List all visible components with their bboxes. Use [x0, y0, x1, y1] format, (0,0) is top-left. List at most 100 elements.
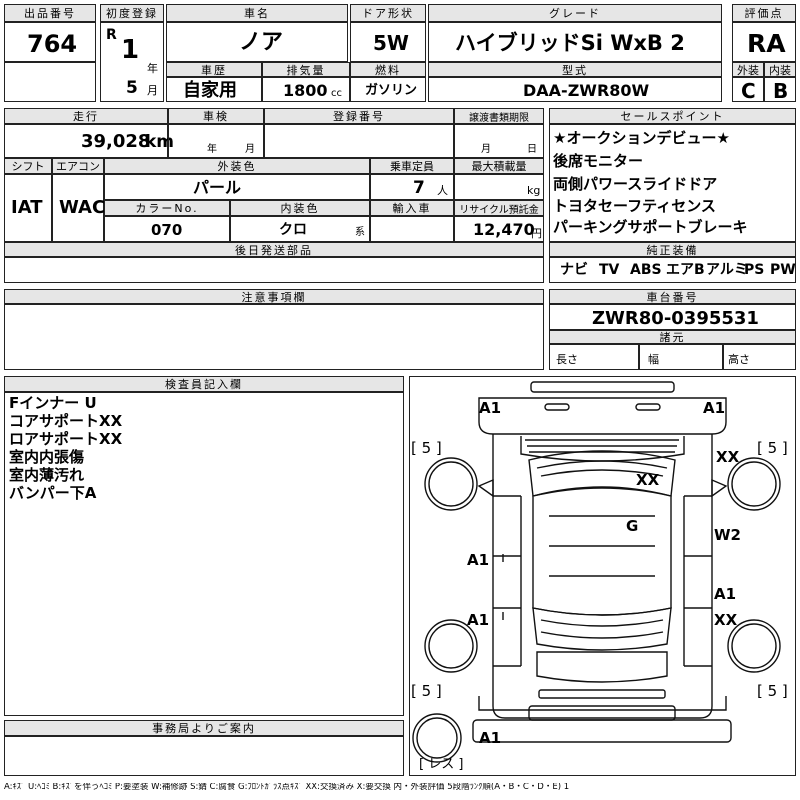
inspector-header: 検査員記入欄: [4, 376, 404, 392]
inspector-note: Fインナー U: [9, 394, 97, 412]
inspector-note: 室内薄汚れ: [9, 466, 85, 484]
model-code-cell: DAA-ZWR80W: [428, 77, 722, 102]
grade-header: グレード: [428, 4, 722, 22]
first-reg-cell: R 1 年 5 月: [100, 22, 164, 102]
shift-cell: IAT: [4, 174, 52, 242]
sales-point-item: 後席モニター: [553, 152, 644, 170]
later-parts-cell: [4, 257, 544, 283]
max-load-cell: kg: [454, 174, 544, 200]
kg-unit: kg: [527, 184, 541, 197]
ext-color-cell: パール: [104, 174, 370, 200]
notes-header: 注意事項欄: [4, 289, 544, 304]
genuine-equip-header: 純正装備: [549, 242, 796, 257]
lot-blank: [4, 62, 96, 102]
lot-header: 出品番号: [4, 4, 96, 22]
fuel-cell: ガソリン: [350, 77, 426, 102]
capacity-header: 乗車定員: [370, 158, 454, 174]
reg-no-header: 登録番号: [264, 108, 454, 124]
damage-mark: A1: [714, 585, 737, 603]
spare-tyre-label: [ レス ]: [419, 757, 464, 772]
tyre-label-rear-left: [ 5 ]: [411, 682, 442, 700]
km-unit: km: [145, 132, 175, 152]
equip-item: ABS: [630, 262, 662, 278]
ac-header: エアコン: [52, 158, 104, 174]
ac-cell: WAC: [52, 174, 106, 242]
displacement-header: 排気量: [262, 62, 350, 77]
history: 自家用: [183, 80, 237, 101]
door-header: ドア形状: [350, 4, 426, 22]
tyre-label-front-right: [ 5 ]: [757, 439, 788, 457]
inspector-note: 室内内張傷: [9, 448, 85, 466]
damage-mark: G: [626, 517, 639, 535]
car-diagram: [412, 381, 781, 763]
int-color-cell: クロ 系: [230, 216, 370, 242]
kei-unit: 系: [355, 227, 365, 238]
shift: IAT: [11, 197, 43, 218]
inspector-note: ロアサポートXX: [9, 430, 123, 448]
exterior-grade: C: [741, 79, 756, 103]
inspection-month-unit: 月: [245, 144, 255, 155]
score-cell: RA: [732, 22, 796, 62]
mileage: 39,028: [81, 131, 151, 152]
inspection-cell: 年 月: [168, 124, 264, 158]
office-header: 事務局よりご案内: [4, 720, 404, 736]
fuel-header: 燃料: [350, 62, 426, 77]
int-color-header: 内装色: [230, 200, 370, 216]
chassis-no-header: 車台番号: [549, 289, 796, 304]
reg-no-cell: [264, 124, 454, 158]
fuel: ガソリン: [365, 83, 418, 98]
transfer-docs-cell: 月 日: [454, 124, 544, 158]
damage-mark: A1: [479, 399, 502, 417]
sales-point-cell: [549, 124, 796, 242]
chassis-no-cell: ZWR80-0395531: [549, 304, 796, 330]
inspection-header: 車検: [168, 108, 264, 124]
displacement-cell: 1800 cc: [262, 77, 350, 102]
damage-mark: A1: [703, 399, 726, 417]
displacement: 1800: [283, 81, 328, 100]
damage-legend: A:ｷｽﾞ U:ﾍｺﾐ B:ｷｽﾞを伴うﾍｺﾐ P:要塗装 W:補修跡 S:錆 …: [4, 783, 570, 792]
damage-mark: A1: [467, 551, 490, 569]
shift-header: シフト: [4, 158, 52, 174]
car-name-cell: ノア: [166, 22, 348, 62]
color-no-header: カラーNo.: [104, 200, 230, 216]
ext-color-header: 外装色: [104, 158, 370, 174]
car-name: ノア: [239, 30, 284, 55]
transfer-docs-header: 譲渡書類期限: [454, 108, 544, 124]
model-code-header: 型式: [428, 62, 722, 77]
max-load-header: 最大積載量: [454, 158, 544, 174]
equip-item: ナビ: [560, 262, 588, 278]
width-label: 幅: [648, 353, 659, 366]
cc-unit: cc: [331, 88, 342, 99]
recycle-header: リサイクル預託金: [454, 200, 544, 216]
history-header: 車歴: [166, 62, 262, 77]
tyre-label-front-left: [ 5 ]: [411, 439, 442, 457]
equip-item: PW: [770, 262, 796, 278]
equip-item: エアB: [666, 262, 705, 278]
equip-item: TV: [599, 262, 620, 278]
recycle-fee: 12,470: [473, 220, 535, 239]
capacity-cell: 7 人: [370, 174, 454, 200]
sales-point-item: 両側パワースライドドア: [553, 175, 718, 193]
exterior-grade-cell: C: [732, 77, 764, 102]
inspection-year-unit: 年: [207, 144, 217, 155]
sales-point-item: トヨタセーフティセンス: [553, 197, 716, 215]
history-cell: 自家用: [166, 77, 262, 102]
car-diagram-panel: [409, 376, 796, 776]
damage-mark: A1: [479, 729, 502, 747]
notes-cell: [4, 304, 544, 370]
width-cell: 幅: [639, 344, 723, 370]
ac: WAC: [59, 197, 106, 218]
door-type: 5W: [373, 31, 409, 55]
grade-cell: ハイブリッドSi WxB 2: [428, 22, 722, 62]
lot-number: 764: [27, 30, 78, 58]
color-no-cell: 070: [104, 216, 230, 242]
year-unit: 年: [147, 62, 158, 75]
tyre-label-rear-right: [ 5 ]: [757, 682, 788, 700]
era-year: 1: [121, 35, 140, 65]
reg-month: 5: [126, 78, 138, 98]
grade: ハイブリッドSi WxB 2: [455, 31, 685, 55]
sales-point-header: セールスポイント: [549, 108, 796, 124]
length-cell: 長さ: [549, 344, 639, 370]
inspector-note: コアサポートXX: [9, 412, 123, 430]
damage-mark: XX: [714, 611, 738, 629]
